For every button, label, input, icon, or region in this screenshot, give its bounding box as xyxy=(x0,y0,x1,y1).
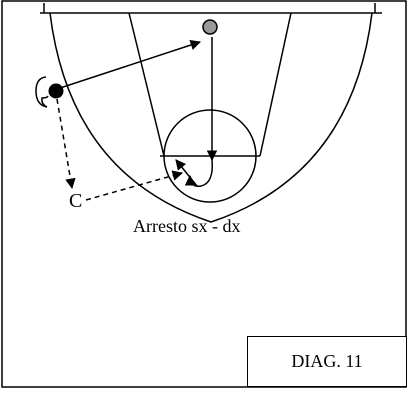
diagram-number-box: DIAG. 11 xyxy=(247,336,407,387)
player-marker-bracket xyxy=(35,76,49,108)
player-c-label: C xyxy=(69,190,83,212)
lane-line-right xyxy=(259,12,292,157)
arrow-up-left xyxy=(175,159,198,187)
cut-hook xyxy=(184,159,214,188)
player-with-ball xyxy=(48,83,64,99)
dashed-pass-down xyxy=(56,98,76,190)
diagram-number-label: DIAG. 11 xyxy=(291,351,363,371)
free-throw-circle xyxy=(163,109,257,203)
diagram-caption: Arresto sx - dx xyxy=(133,216,241,236)
dashed-pass-to-center xyxy=(85,170,184,201)
lane-line-left xyxy=(128,12,165,157)
player-top-gray xyxy=(202,19,218,35)
pass-arrow-to-top xyxy=(56,39,201,90)
three-point-arc xyxy=(49,12,373,223)
